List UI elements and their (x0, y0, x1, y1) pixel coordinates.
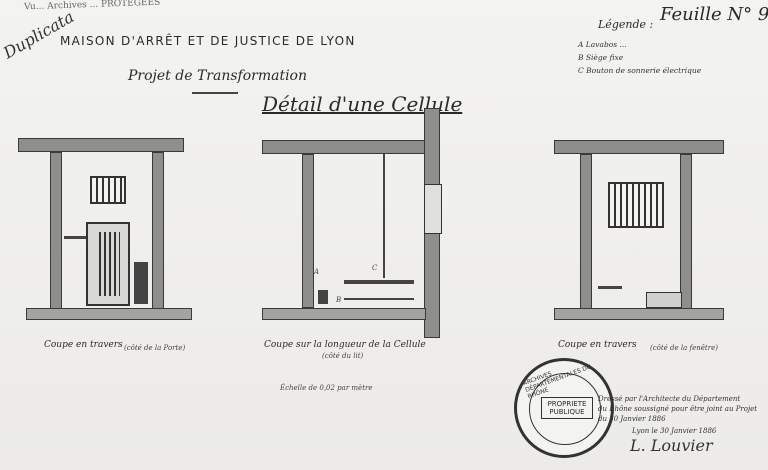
view-2-note: (côté du lit) (322, 352, 364, 360)
legend-title: Légende : (598, 18, 654, 31)
stamp-inner-ring (529, 373, 601, 445)
door-icon (86, 222, 130, 306)
ceiling-wall (18, 138, 184, 152)
legend-item-a: A Lavabos ... (578, 40, 627, 49)
architect-note-line-3: du 30 Janvier 1886 (598, 415, 666, 423)
window-recess (424, 184, 442, 234)
bench-icon (598, 286, 622, 289)
bed-frame (344, 280, 414, 284)
sheet-number: Feuille N° 9 (660, 4, 768, 25)
architect-note-line-1: Dressé par l'Architecte du Département (598, 395, 741, 403)
ceiling-wall (554, 140, 724, 154)
scale-note: Échelle de 0,02 par mètre (280, 384, 373, 392)
right-wall (152, 152, 164, 312)
mark-b: B (336, 296, 342, 304)
legend-item-b: B Siège fixe (578, 53, 624, 62)
archives-stamp: ARCHIVES DÉPARTEMENTALES DU RHÔNE PROPRI… (514, 358, 614, 458)
floor-slab (262, 308, 426, 320)
window-icon (608, 182, 664, 228)
floor-slab (554, 308, 724, 320)
window-icon (90, 176, 126, 204)
mark-c: C (372, 264, 378, 272)
bed-icon (646, 292, 682, 308)
view-3-note: (côté de la fenêtre) (650, 344, 718, 352)
floor-slab (26, 308, 192, 320)
corner-stamp: Vu... Archives ... PROTÉGÉES (23, 0, 161, 13)
page-title: MAISON D'ARRÊT ET DE JUSTICE DE LYON (60, 34, 356, 48)
bell-cord (383, 154, 385, 278)
architect-note-line-2: du Rhône soussigné pour être joint au Pr… (598, 405, 758, 413)
view-3-caption: Coupe en travers (558, 340, 637, 350)
architect-note-line-4: Lyon le 30 Janvier 1886 (632, 427, 717, 435)
project-subtitle: Projet de Transformation (128, 68, 307, 84)
bed-frame-lower (344, 298, 414, 300)
fixture-icon (134, 262, 148, 304)
stamp-center-text: PROPRIETE PUBLIQUE (541, 397, 593, 419)
view-1-note: (côté de la Porte) (124, 344, 186, 352)
shelf-icon (64, 236, 86, 239)
left-wall (50, 152, 62, 312)
left-wall (580, 154, 592, 310)
view-1-caption: Coupe en travers (44, 340, 123, 350)
signature: L. Louvier (630, 436, 713, 455)
subtitle-underline (192, 92, 238, 94)
legend-item-c: C Bouton de sonnerie électrique (578, 66, 702, 75)
mark-a: A (314, 268, 320, 276)
right-wall (680, 154, 692, 310)
left-wall (302, 154, 314, 308)
view-2-caption: Coupe sur la longueur de la Cellule (264, 340, 426, 350)
seat-icon (318, 290, 328, 304)
ceiling-wall (262, 140, 436, 154)
